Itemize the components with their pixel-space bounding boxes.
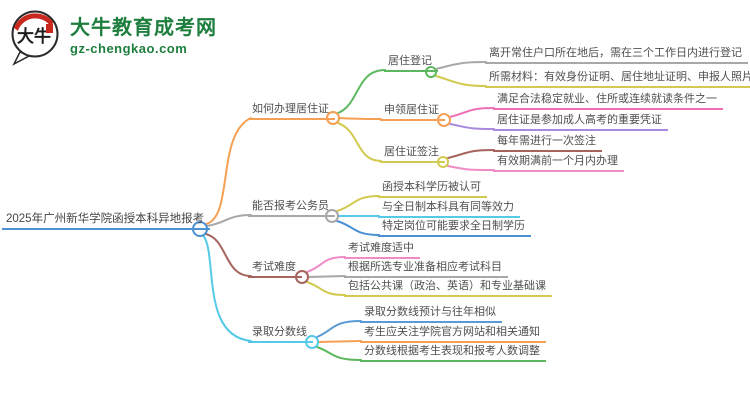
edge-civil-leaf3 (336, 220, 380, 236)
edge-residence-endorse (337, 122, 382, 162)
branch-residence-permit: 如何办理居住证 (248, 101, 335, 120)
edge-root-score-line (202, 234, 252, 342)
edge-residence-apply (338, 117, 382, 120)
branch-admission-score: 录取分数线 (248, 324, 313, 343)
leaf-apply-importance: 居住证是参加成人高考的重要凭证 (493, 112, 668, 131)
leaf-score-official-site: 考生应关注学院官方网站和相关通知 (360, 324, 546, 343)
logo-red-cap (13, 13, 54, 31)
leaf-difficulty-subjects: 根据所选专业准备相应考试科目 (344, 259, 508, 278)
leaf-civil-equal-validity: 与全日制本科具有同等效力 (378, 199, 520, 218)
leaf-difficulty-moderate: 考试难度适中 (344, 240, 420, 259)
site-url: gz-chengkao.com (70, 41, 188, 57)
leaf-score-adjustment: 分数线根据考生表现和报考人数调整 (360, 343, 546, 362)
edge-root-residence (205, 117, 252, 225)
leaf-civil-recognized: 函授本科学历被认可 (378, 179, 487, 198)
leaf-score-similar: 录取分数线预计与往年相似 (360, 304, 502, 323)
subnode-permit-endorsement: 居住证签注 (380, 144, 445, 163)
edge-score-leaf3 (316, 346, 362, 361)
edge-endorse-leaf2 (447, 165, 495, 171)
edge-root-civil-service (206, 214, 252, 227)
edge-score-leaf2 (317, 340, 362, 343)
leaf-difficulty-courses: 包括公共课（政治、英语）和专业基础课 (344, 278, 552, 297)
site-name: 大牛教育成考网 (70, 17, 217, 40)
logo-seal (46, 24, 53, 33)
edge-difficulty-leaf3 (306, 281, 346, 296)
leaf-civil-special-posts: 特定岗位可能要求全日制学历 (378, 218, 531, 237)
edge-endorse-leaf1 (447, 149, 495, 159)
subnode-apply-permit: 申领居住证 (380, 102, 445, 121)
leaf-endorse-before-expiry: 有效期满前一个月内办理 (493, 153, 624, 172)
edge-root-difficulty (205, 233, 252, 277)
mindmap-edges (202, 61, 495, 361)
leaf-endorse-yearly: 每年需进行一次签注 (493, 133, 602, 152)
edge-residence-register (337, 69, 386, 114)
root-topic: 2025年广州新华学院函授本科异地报考 (2, 211, 211, 230)
edge-score-leaf1 (316, 320, 362, 338)
leaf-apply-conditions: 满足合法稳定就业、住所或连续就读条件之一 (493, 91, 723, 110)
edge-apply-leaf2 (449, 123, 495, 130)
leaf-register-materials: 所需材料：有效身份证明、居住地址证明、申报人照片 (485, 69, 750, 88)
subnode-residence-register: 居住登记 (384, 53, 438, 72)
site-logo[interactable]: 大牛 大牛教育成考网 gz-chengkao.com (8, 8, 217, 66)
edge-apply-leaf1 (449, 107, 495, 118)
edge-difficulty-leaf2 (307, 275, 346, 278)
leaf-register-deadline: 离开常住户口所在地后，需在三个工作日内进行登记 (485, 45, 748, 64)
edge-difficulty-leaf1 (306, 256, 346, 273)
logo-icon-text: 大牛 (17, 26, 51, 46)
edge-register-leaf2 (435, 75, 487, 87)
edge-register-leaf1 (435, 61, 487, 70)
logo-circle (11, 10, 59, 58)
edge-civil-leaf1 (336, 195, 380, 212)
bull-logo-icon: 大牛 (11, 10, 59, 66)
register-node-handle (425, 66, 437, 78)
branch-exam-difficulty: 考试难度 (248, 259, 302, 278)
branch-civil-service: 能否报考公务员 (248, 198, 335, 217)
